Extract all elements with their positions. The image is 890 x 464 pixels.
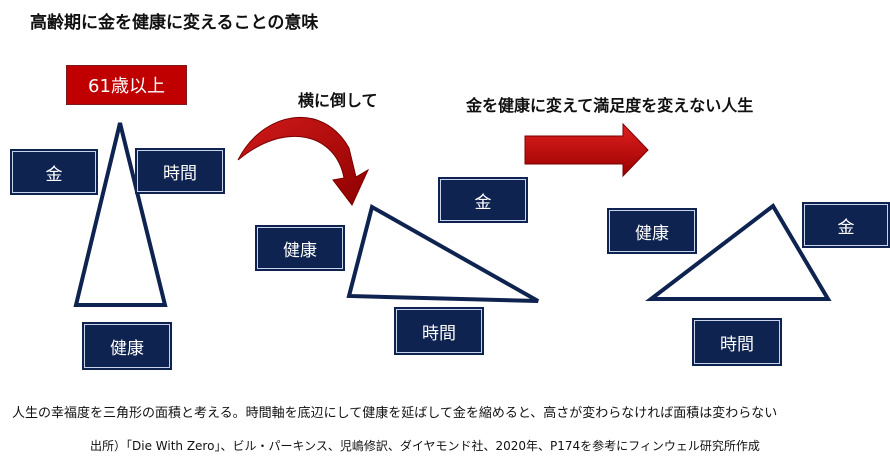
health-box-stage3: 健康 <box>609 210 695 252</box>
source-text: 出所）「Die With Zero」、ビル・パーキンス、児嶋修訳、ダイヤモンド社… <box>90 439 760 453</box>
triangle-final <box>645 203 832 301</box>
money-box-stage2: 金 <box>440 179 526 221</box>
time-box-stage2: 時間 <box>396 309 482 353</box>
explanation-text: 人生の幸福度を三角形の面積と考える。時間軸を底辺にして健康を延ばして金を縮めると… <box>12 406 778 421</box>
convert-label: 金を健康に変えて満足度を変えない人生 <box>466 96 754 115</box>
page-title: 高齢期に金を健康に変えることの意味 <box>30 13 319 33</box>
age-label-box: 61歳以上 <box>66 65 187 105</box>
rotate-label: 横に倒して <box>298 91 378 110</box>
money-box-stage3: 金 <box>804 204 888 246</box>
money-box-stage1: 金 <box>12 151 96 193</box>
time-box-stage3: 時間 <box>694 320 780 364</box>
curved-rotate-arrow <box>237 116 370 206</box>
right-arrow <box>524 122 649 178</box>
health-box-stage1: 健康 <box>84 324 170 368</box>
triangle-rotated <box>346 203 539 303</box>
health-box-stage2: 健康 <box>257 227 343 269</box>
triangle-tall <box>73 122 168 307</box>
time-box-stage1: 時間 <box>137 150 223 192</box>
